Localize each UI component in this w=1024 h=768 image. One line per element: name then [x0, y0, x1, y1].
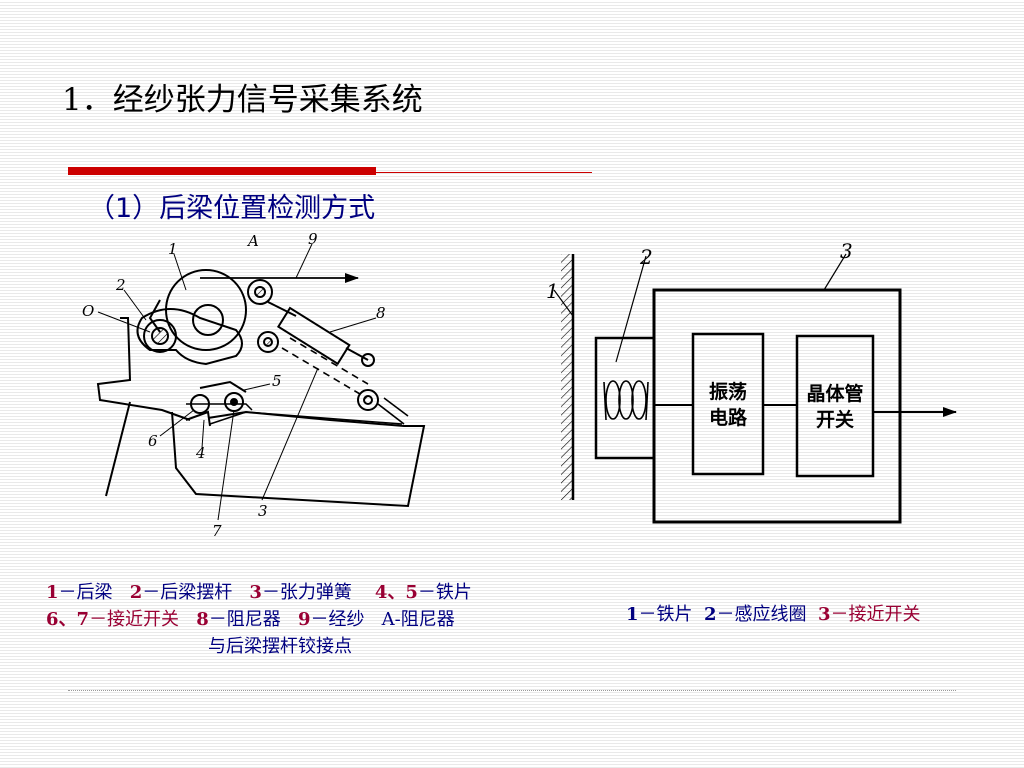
- damper-cylinder: [267, 301, 375, 367]
- label-5: 5: [272, 372, 282, 390]
- title-accent-line: [376, 172, 592, 173]
- pivot-o-inner: [151, 327, 169, 345]
- oscillator-label-1: 振荡: [709, 380, 747, 403]
- footer-divider: [68, 690, 956, 691]
- transistor-label-2: 开关: [816, 408, 854, 431]
- left-caption-line-3: 与后梁摆杆铰接点: [208, 636, 352, 657]
- label-r2: 2: [639, 245, 653, 269]
- rocking-lever: [136, 308, 243, 366]
- label-4: 4: [195, 444, 206, 462]
- left-caption-line-2: 6、7－接近开关 8－阻尼器 9－经纱 A-阻尼器: [46, 609, 455, 630]
- slide-subtitle: （1）后梁位置检测方式: [88, 193, 376, 224]
- label-r3: 3: [840, 239, 853, 263]
- label-r1: 1: [546, 279, 559, 303]
- iron-wall-hatch: [561, 254, 572, 500]
- tension-spring: [281, 337, 369, 395]
- oscillator-label-2: 电路: [709, 406, 748, 429]
- frame-outline: [96, 317, 191, 421]
- beam-shelf: [186, 403, 253, 411]
- label-3: 3: [258, 502, 268, 520]
- left-diagram-labels: 1 2 O A 9 8 5 6 4 7 3: [82, 230, 386, 540]
- transistor-label-1: 晶体管: [806, 382, 863, 405]
- damper-pivot-a: [247, 279, 273, 305]
- spring-anchor-bottom: [357, 389, 379, 411]
- oscillator-box: [691, 332, 765, 476]
- title-accent-bar: [68, 167, 376, 175]
- left-caption-line-1: 1－后梁 2－后梁摆杆 3－张力弹簧 4、5－铁片: [46, 582, 472, 603]
- label-o: O: [82, 302, 94, 320]
- label-7: 7: [212, 522, 222, 540]
- pivot-o-outer: [143, 319, 177, 353]
- proximity-switch-block-diagram: [553, 253, 957, 524]
- right-caption: 1－铁片 2－感应线圈 3－接近开关: [626, 604, 921, 625]
- right-diagram-labels: 1 2 3 振荡 电路 晶体管 开关: [546, 239, 864, 431]
- iron-piece-4: [185, 410, 211, 427]
- spring-anchor-top: [257, 331, 279, 353]
- label-2: 2: [115, 276, 126, 294]
- frame-stud: [148, 299, 161, 333]
- iron-piece-5: [199, 380, 247, 393]
- back-rest-roller-hub: [192, 304, 224, 336]
- label-8: 8: [376, 304, 386, 322]
- label-1: 1: [168, 240, 178, 258]
- frame-left-leg: [105, 401, 131, 497]
- induction-coil: [603, 380, 649, 421]
- proximity-switch-6: [190, 394, 210, 414]
- label-a: A: [246, 232, 259, 250]
- label-6: 6: [148, 432, 158, 450]
- slide-title: 1．经纱张力信号采集系统: [62, 82, 423, 118]
- beam-top-edge: [209, 411, 403, 425]
- beam-body: [171, 410, 426, 508]
- back-rest-mechanism-diagram: [96, 243, 426, 521]
- label-9: 9: [308, 230, 318, 248]
- transistor-switch-box: [795, 334, 875, 478]
- spring-bolt: [377, 397, 409, 425]
